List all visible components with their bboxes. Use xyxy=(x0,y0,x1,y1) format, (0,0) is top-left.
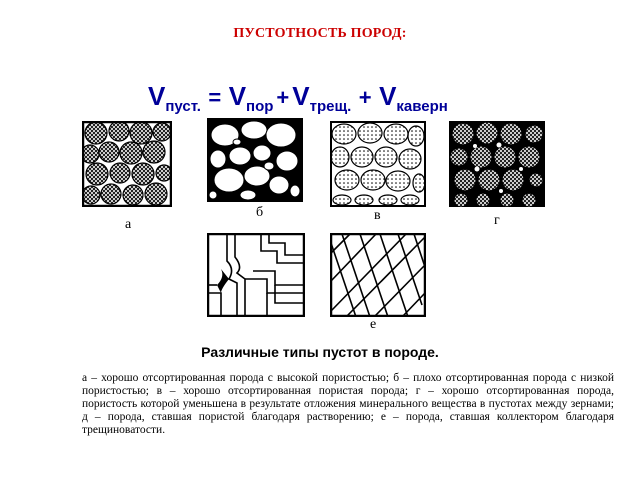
formula-sub-pores: пор xyxy=(246,98,274,115)
formula-equals: = xyxy=(208,85,222,110)
panel-b-poorly-sorted-low-porosity xyxy=(207,118,303,202)
porosity-formula: Vпуст. = Vпор+Vтрещ. + Vкаверн xyxy=(148,81,448,117)
formula-v: V xyxy=(379,81,397,111)
formula-plus: + xyxy=(276,85,290,110)
formula-sub-caverns: каверн xyxy=(396,98,448,115)
formula-v: V xyxy=(228,81,247,111)
formula-v: V xyxy=(292,81,310,111)
panel-a-well-sorted-high-porosity xyxy=(82,121,172,207)
formula-sub-fractures: трещ. xyxy=(309,98,352,115)
formula-sub-total: пуст. xyxy=(165,98,201,115)
caption-title: Различные типы пустот в породе. xyxy=(201,344,439,360)
panel-label-e: е xyxy=(370,317,377,332)
panel-label-a: а xyxy=(125,217,132,232)
page-title: ПУСТОТНОСТЬ ПОРОД: xyxy=(233,26,407,41)
panel-e-fractured-rock xyxy=(330,233,426,317)
panel-label-g: г xyxy=(494,213,500,228)
panel-v-well-sorted-porous xyxy=(330,121,426,207)
caption-body: а – хорошо отсортированная порода с высо… xyxy=(82,372,614,436)
panel-label-b: б xyxy=(256,205,264,220)
formula-v: V xyxy=(148,81,166,111)
panel-g-cemented-porosity xyxy=(449,121,545,207)
panel-label-v: в xyxy=(374,208,381,223)
panel-d-dissolution-porosity xyxy=(207,233,305,317)
formula-plus: + xyxy=(358,85,372,110)
